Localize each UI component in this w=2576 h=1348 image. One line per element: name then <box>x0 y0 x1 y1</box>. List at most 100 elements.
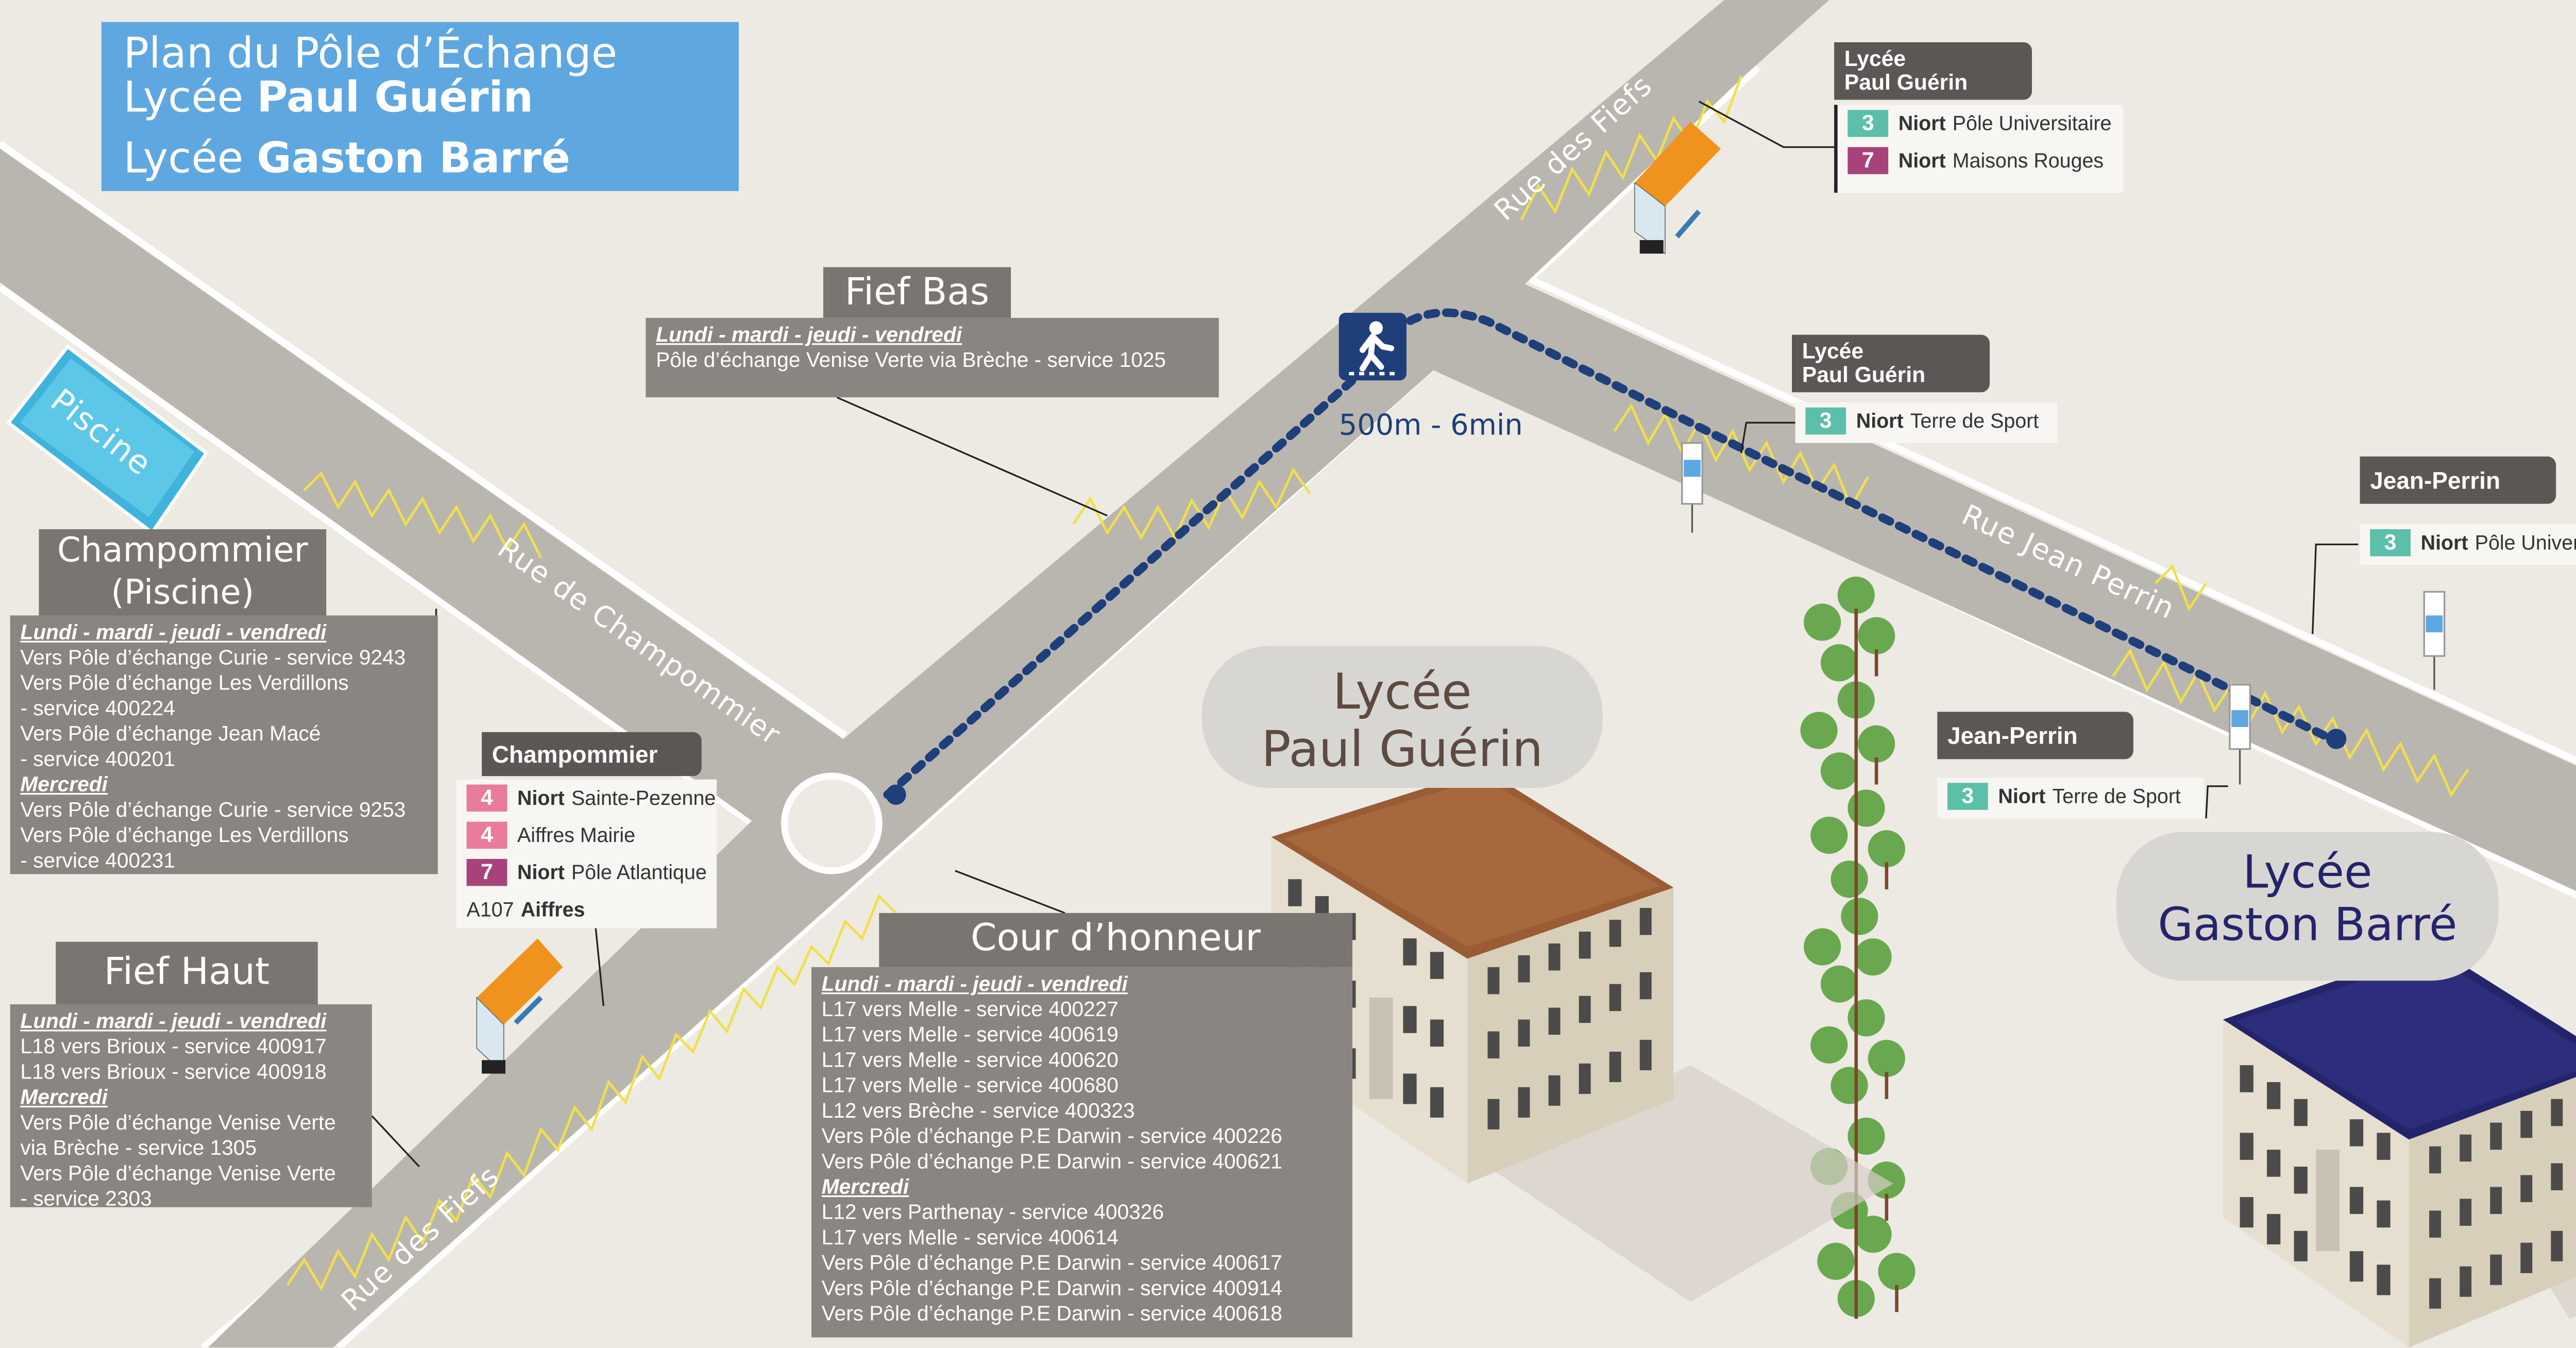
line-destination: Terre de Sport <box>1910 409 2039 433</box>
stop-poles <box>1681 442 2446 785</box>
line-destination: Maisons Rouges <box>1952 148 2104 173</box>
line-city: Niort <box>1998 784 2046 808</box>
stop-heading-cour-honneur: Cour d’honneur <box>879 913 1352 967</box>
building-label-paul-guerin: Lycée Paul Guérin <box>1201 646 1603 788</box>
schedule-day-heading: Lundi - mardi - jeudi - vendredi <box>656 323 962 347</box>
stop-heading-fief-bas: Fief Bas <box>823 267 1011 318</box>
schedule-line: Vers Pôle d’échange P.E Darwin - service… <box>821 1150 1282 1174</box>
line-number-badge: 3 <box>1947 783 1988 810</box>
schedule-line: Vers Pôle d’échange P.E Darwin - service… <box>821 1302 1282 1326</box>
schedule-line: Vers Pôle d’échange Venise Verte <box>20 1110 336 1135</box>
schedule-line: Vers Pôle d’échange P.E Darwin - service… <box>821 1276 1282 1301</box>
building-label-gaston-barre: Lycée Gaston Barré <box>2116 832 2499 981</box>
line-city: Niort <box>1898 111 1946 136</box>
schedule-line: L17 vers Melle - service 400680 <box>821 1073 1118 1098</box>
schedule-line: - service 2303 <box>20 1187 152 1211</box>
shelter-top <box>1634 122 1721 255</box>
road-fiefs-perrin <box>208 0 2576 1348</box>
line-number-badge: 3 <box>1805 407 1846 435</box>
roundabout <box>781 772 883 874</box>
line-city: Niort <box>517 861 565 885</box>
line-destination: Aiffres Mairie <box>517 823 636 847</box>
line-number-badge: 4 <box>466 821 507 849</box>
tree-row <box>1800 576 1916 1319</box>
bus-line-row: 3 Niort Pôle Universitaire <box>2360 524 2576 561</box>
line-destination: Terre de Sport <box>2052 784 2181 808</box>
building-paul-guerin <box>1271 769 1893 1302</box>
map-title: Plan du Pôle d’Échange Lycée Paul Guérin… <box>101 22 739 191</box>
line-destination: Pôle Atlantique <box>571 861 707 885</box>
schedule-day-heading: Mercredi <box>20 1085 108 1109</box>
schedule-line: L17 vers Melle - service 400227 <box>821 997 1118 1021</box>
stop-tag-champommier: Champommier <box>482 732 702 777</box>
line-destination: Sainte-Pezenne <box>571 786 716 810</box>
schedule-line: L12 vers Brèche - service 400323 <box>821 1099 1135 1123</box>
line-city: Aiffres <box>520 898 585 922</box>
schedule-line: Vers Pôle d’échange P.E Darwin - service… <box>821 1124 1282 1148</box>
schedule-line: L17 vers Melle - service 400614 <box>821 1225 1118 1250</box>
stop-tag-jean-perrin-left: Jean-Perrin <box>1937 712 2133 760</box>
line-city: Niort <box>1898 148 1946 173</box>
shelter-champommier <box>476 938 563 1075</box>
line-number-badge: A107 <box>466 898 514 922</box>
pedestrian-icon <box>1338 313 1406 381</box>
line-number-badge: 7 <box>1848 147 1889 174</box>
schedule-line: Vers Pôle d’échange Curie - service 9253 <box>20 798 406 822</box>
schedule-day-heading: Mercredi <box>821 1175 909 1199</box>
line-number-badge: 7 <box>466 858 507 886</box>
schedule-line: Pôle d’échange Venise Verte via Brèche -… <box>656 348 1166 372</box>
line-number-badge: 3 <box>2370 529 2411 557</box>
line-destination: Pôle Universitaire <box>2475 531 2576 555</box>
piscine-pool <box>6 344 209 535</box>
schedule-day-heading: Lundi - mardi - jeudi - vendredi <box>20 1009 327 1033</box>
title-line-3: Lycée Gaston Barré <box>123 133 570 183</box>
line-number-badge: 4 <box>466 784 507 812</box>
line-city: Niort <box>517 786 565 810</box>
schedule-line: Vers Pôle d’échange P.E Darwin - service… <box>821 1251 1282 1275</box>
schedule-day-heading: Lundi - mardi - jeudi - vendredi <box>20 620 327 645</box>
title-line-1: Plan du Pôle d’Échange <box>123 28 618 78</box>
line-city: Niort <box>2420 531 2468 555</box>
schedule-line: via Brèche - service 1305 <box>20 1136 257 1160</box>
schedule-line: L17 vers Melle - service 400620 <box>821 1048 1118 1072</box>
schedule-line: Vers Pôle d’échange Venise Verte <box>20 1161 336 1186</box>
building-gaston-barre <box>2223 947 2576 1348</box>
schedule-line: Vers Pôle d’échange Les Verdillons <box>20 671 349 695</box>
route-endpoints <box>886 729 2347 805</box>
schedule-line: Vers Pôle d’échange Curie - service 9243 <box>20 646 406 670</box>
schedule-line: L12 vers Parthenay - service 400326 <box>821 1200 1164 1224</box>
schedule-line: Vers Pôle d’échange Jean Macé <box>20 722 321 746</box>
stop-lines-jean-perrin-right: 3 Niort Pôle Universitaire <box>2360 524 2576 565</box>
schedule-line: L17 vers Melle - service 400619 <box>821 1023 1118 1047</box>
stop-tag-jean-perrin-right: Jean-Perrin <box>2360 456 2556 504</box>
schedule-line: L18 vers Brioux - service 400917 <box>20 1035 327 1059</box>
schedule-day-heading: Mercredi <box>20 772 108 797</box>
schedule-day-heading: Lundi - mardi - jeudi - vendredi <box>821 972 1128 996</box>
bus-line-row: 4 Aiffres Mairie <box>456 817 717 854</box>
schedule-line: Vers Pôle d’échange Les Verdillons <box>20 823 349 847</box>
walk-distance-label: 500m - 6min <box>1338 409 1523 443</box>
stop-heading-fief-haut: Fief Haut <box>56 941 318 1006</box>
line-city: Niort <box>1856 409 1904 433</box>
stop-heading-champommier-piscine: Champommier (Piscine) <box>39 529 327 617</box>
schedule-line: L18 vers Brioux - service 400918 <box>20 1060 327 1084</box>
